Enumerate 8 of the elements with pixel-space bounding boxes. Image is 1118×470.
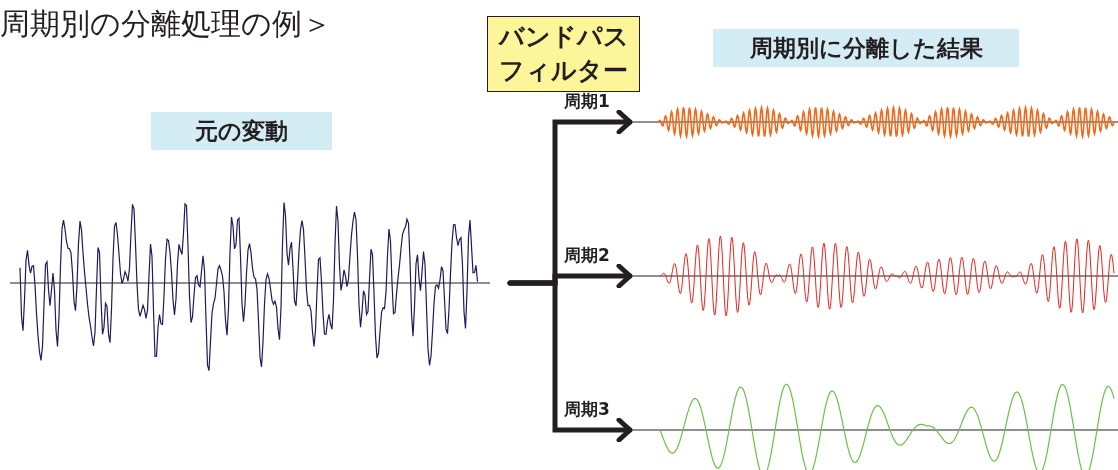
edge-label: 周期2 <box>563 246 611 264</box>
title: 周期別の分離処理の例＞ <box>0 5 332 43</box>
edge-label: 周期3 <box>563 400 611 418</box>
arrow <box>507 280 633 443</box>
heading-box: 元の変動 <box>151 112 332 150</box>
edge-label: 周期1 <box>563 92 611 110</box>
filter-box: バンドパスフィルター <box>487 16 640 92</box>
heading-box: 周期別に分離した結果 <box>713 29 1019 67</box>
